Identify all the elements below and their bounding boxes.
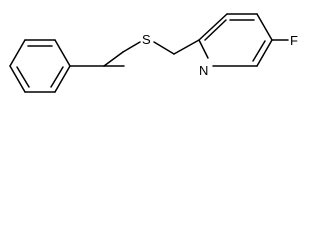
pyridine-bond-7 (198, 39, 209, 59)
benzene-double-bond-3 (16, 66, 30, 88)
sulfur-to-pyridine-bond (153, 41, 175, 55)
pyridine-bond-5 (256, 39, 273, 67)
rise-to-sulfur-bond (122, 41, 141, 53)
pyridine-bond-2 (198, 13, 228, 41)
benzene-bond-5 (9, 65, 26, 93)
benzene-ring (9, 39, 71, 93)
pyridine-ring (173, 13, 273, 67)
sulfur-atom-label: S (142, 32, 151, 47)
benzene-double-bond-2 (50, 66, 64, 88)
benzene-bond-2 (54, 39, 71, 67)
pyridine-double-bond-3 (204, 19, 227, 41)
ch2-rise-bond (103, 51, 124, 67)
fluorine-atom-label: F (290, 33, 298, 48)
pyridine-bond-4 (256, 13, 273, 41)
pyridine-double-bond-2 (252, 40, 266, 62)
nitrogen-atom-label: N (199, 63, 208, 78)
benzyl-thio-fluoropyridine-structure: S N F (9, 13, 298, 93)
benzene-bond-3 (54, 65, 71, 93)
pyridine-bond-1 (173, 39, 200, 55)
benzene-bond-6 (9, 39, 26, 67)
